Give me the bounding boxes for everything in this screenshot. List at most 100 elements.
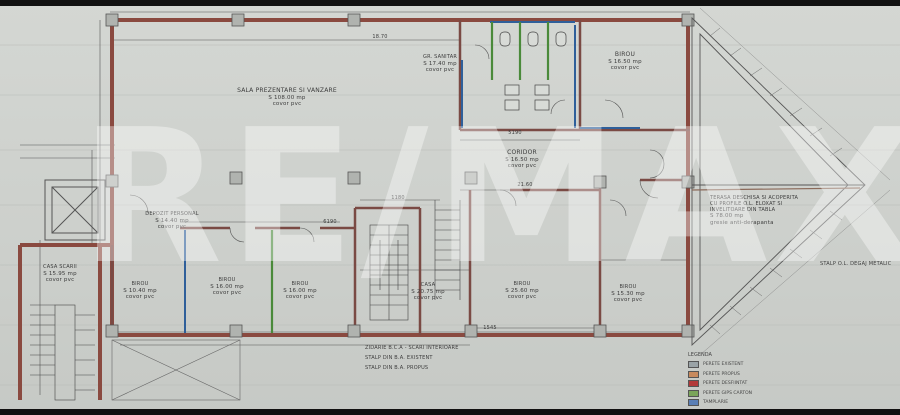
secondary-stair [434, 200, 461, 300]
room-depozit: DEPOZIT PERSONAL S 14.40 mp covor pvc [145, 211, 199, 231]
legend-swatch [688, 389, 699, 397]
legend-swatch [688, 380, 699, 388]
room-terasa-line2: CU PROFILE O.L. ELOXAT SI [710, 200, 783, 207]
dimension-corridor-width: 21.60 [517, 182, 533, 188]
dimension-bottom-span: 1545 [483, 325, 497, 331]
room-casa-floor: covor pvc [413, 295, 443, 302]
room-birou-c-name: BIROU [291, 281, 309, 287]
dimension-sanitar-width: 5190 [508, 130, 522, 136]
room-birou-a-floor: covor pvc [125, 294, 155, 301]
legend-swatch [688, 370, 699, 378]
legend-swatch [688, 361, 699, 369]
room-terasa-line3: INVELITOARE DIN TABLA [710, 206, 776, 213]
legend-item: TAMPLARIE [688, 398, 752, 408]
terrace-outer-guides [699, 7, 891, 356]
room-terasa-line1: TERASA DESCHISA SI ACOPERITA [710, 195, 799, 201]
legend-item: PERETE DESFIINTAT [688, 379, 752, 389]
room-birou-c: BIROU S 16.00 mp covor pvc [283, 281, 317, 301]
sanitary-fixtures [499, 31, 567, 111]
room-coridor: CORIDOR S 16.50 mp covor pvc [505, 149, 539, 170]
note-zidarie: ZIDARIE B.C.A - SCARI INTERIOARE [365, 345, 459, 351]
legend-label: TAMPLARIE [703, 400, 729, 406]
room-grup-sanitar-area: S 17.40 mp [423, 60, 457, 67]
legend-label: PERETE DESFIINTAT [703, 381, 748, 387]
structural-columns [105, 13, 695, 338]
room-depozit-floor: covor pvc [157, 224, 187, 231]
room-casa: CASA S 20.75 mp covor pvc [411, 282, 445, 302]
room-birou-top-name: BIROU [614, 51, 636, 58]
interior-walls [110, 20, 690, 335]
room-sala: SALA PREZENTARE SI VANZARE S 108.00 mp c… [237, 87, 337, 108]
room-sala-area: S 108.00 mp [268, 94, 306, 101]
note-stalp-existent: STALP DIN B.A. EXISTENT [365, 355, 433, 361]
room-terasa-floor: gresie anti-derapanta [710, 219, 774, 226]
room-birou-e-area: S 15.30 mp [611, 290, 645, 297]
room-birou-d: BIROU S 25.60 mp covor pvc [505, 281, 539, 301]
door-swings [129, 44, 665, 243]
watermark-logo: RE/MAX [80, 89, 900, 305]
room-birou-e-floor: covor pvc [613, 297, 643, 304]
legend-swatch [688, 399, 699, 407]
room-birou-a-name: BIROU [131, 281, 149, 287]
room-coridor-area: S 16.50 mp [505, 156, 539, 163]
legend-title: LEGENDA [688, 352, 712, 358]
legend-label: PERETE PROPUS [703, 371, 740, 377]
elevator-shaft [44, 179, 106, 241]
room-grup-sanitar-floor: covor pvc [425, 67, 455, 74]
room-grup-sanitar-name: GR. SANITAR [422, 54, 458, 60]
room-casa-scarii: CASA SCARII S 15.95 mp covor pvc [43, 264, 77, 284]
room-birou-b-area: S 16.00 mp [210, 283, 244, 290]
legend-label: PERETE EXISTENT [703, 362, 744, 368]
stairwell-left [30, 304, 95, 401]
room-birou-top-area: S 16.50 mp [608, 58, 642, 65]
room-birou-c-area: S 16.00 mp [283, 287, 317, 294]
room-birou-c-floor: covor pvc [285, 294, 315, 301]
room-birou-d-floor: covor pvc [507, 294, 537, 301]
terrace-outline [691, 16, 866, 347]
room-sala-floor: covor pvc [272, 101, 302, 108]
room-sala-name: SALA PREZENTARE SI VANZARE [237, 87, 337, 94]
legend-item: PERETE GIPS CARTON [688, 389, 752, 399]
room-casa-scarii-name: CASA SCARII [43, 264, 77, 270]
room-terasa: TERASA DESCHISA SI ACOPERITA CU PROFILE … [710, 195, 799, 226]
room-birou-b-name: BIROU [218, 277, 236, 283]
room-birou-top-floor: covor pvc [610, 65, 640, 72]
room-coridor-name: CORIDOR [507, 149, 537, 156]
dimension-stair-width: 1180 [391, 195, 405, 201]
room-birou-e-name: BIROU [619, 284, 637, 290]
legend-item: PERETE EXISTENT [688, 360, 752, 370]
room-casa-name: CASA [420, 282, 436, 288]
terrace-edge-hatch [691, 187, 861, 191]
room-grup-sanitar: GR. SANITAR S 17.40 mp covor pvc [422, 54, 458, 74]
top-frame [0, 0, 900, 6]
window-frames [184, 21, 640, 333]
legend-label: PERETE GIPS CARTON [703, 390, 753, 396]
terrace-rafters [709, 27, 843, 335]
room-birou-d-name: BIROU [513, 281, 531, 287]
room-casa-area: S 20.75 mp [411, 288, 445, 295]
room-birou-d-area: S 25.60 mp [505, 287, 539, 294]
drafting-grid [0, 44, 900, 386]
legend-item: PERETE PROPUS [688, 370, 752, 380]
legend-rows: PERETE EXISTENT PERETE PROPUS PERETE DESFI… [688, 360, 752, 408]
room-casa-scarii-area: S 15.95 mp [43, 270, 77, 277]
room-depozit-name: DEPOZIT PERSONAL [145, 211, 199, 217]
room-birou-a-area: S 10.40 mp [123, 287, 157, 294]
dimension-depozit-width: 6190 [323, 219, 337, 225]
bottom-frame [0, 409, 900, 415]
note-stalp-metalic: STALP O.L. DEGAJ METALIC [820, 261, 892, 267]
partition-walls [270, 22, 550, 333]
main-stair [369, 224, 409, 321]
room-coridor-floor: covor pvc [507, 163, 537, 170]
dimension-top-span: 18.70 [372, 34, 388, 40]
lower-annex [111, 339, 241, 401]
room-birou-a: BIROU S 10.40 mp covor pvc [123, 281, 157, 301]
room-birou-top: BIROU S 16.50 mp covor pvc [608, 51, 642, 72]
room-terasa-area: S 78.00 mp [710, 213, 744, 220]
room-birou-b: BIROU S 16.00 mp covor pvc [210, 277, 244, 296]
room-casa-scarii-floor: covor pvc [45, 277, 75, 284]
note-stalp-propus: STALP DIN B.A. PROPUS [365, 365, 429, 371]
